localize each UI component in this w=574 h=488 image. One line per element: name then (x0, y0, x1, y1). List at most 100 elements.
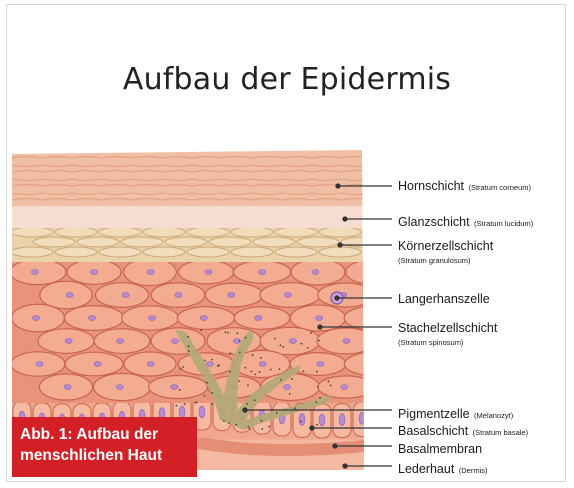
melanin-dot (259, 371, 261, 373)
melanin-dot (247, 384, 249, 386)
cell-nucleus (368, 270, 375, 275)
cell-nucleus (317, 362, 324, 367)
leader-dot (310, 426, 314, 430)
spinous-cell (346, 260, 402, 285)
granular-cell (187, 227, 229, 237)
melanin-dot (251, 371, 253, 373)
cell-nucleus (343, 339, 350, 344)
cell-nucleus (319, 414, 325, 426)
granular-cell (77, 237, 119, 247)
melanin-dot (254, 399, 256, 401)
melanin-dot (223, 420, 225, 422)
leader-dot (318, 325, 322, 329)
melanin-dot (280, 379, 282, 381)
melanin-dot (204, 360, 206, 362)
label-langerhanszelle-main: Langerhanszelle (398, 292, 490, 306)
cell-nucleus (299, 413, 305, 425)
label-koernerzellschicht: Körnerzellschicht (Stratum granulosum) (398, 237, 493, 265)
granular-cell (143, 227, 185, 237)
granular-cell (231, 227, 273, 237)
cell-nucleus (117, 339, 124, 344)
leader-dot (243, 408, 247, 412)
melanin-dot (316, 371, 318, 373)
melanin-dot (316, 424, 318, 426)
melanin-dot (268, 426, 270, 428)
melanin-dot (180, 368, 182, 370)
label-lederhaut-main: Lederhaut (398, 462, 454, 476)
leader-dot (333, 444, 337, 448)
cell-nucleus (339, 414, 345, 426)
cell-nucleus (147, 270, 154, 275)
cell-nucleus (200, 316, 207, 321)
melanin-dot (229, 371, 231, 373)
melanin-dot (276, 412, 278, 414)
label-basalschicht-main: Basalschicht (398, 424, 468, 438)
melanin-dot (254, 374, 256, 376)
melanin-dot (188, 350, 190, 352)
melanin-dot (218, 364, 220, 366)
melanin-dot (175, 405, 177, 407)
leader-dot (343, 464, 347, 468)
figure-caption: Abb. 1: Aufbau der menschlichen Haut (12, 417, 197, 477)
melanin-dot (307, 347, 309, 349)
melanin-dot (301, 343, 303, 345)
cell-nucleus (284, 385, 291, 390)
granular-cell (231, 247, 273, 257)
melanin-dot (237, 332, 239, 334)
label-glanzschicht: Glanzschicht (Stratum lucidum) (398, 213, 533, 231)
cell-nucleus (284, 293, 291, 298)
cell-nucleus (32, 316, 39, 321)
label-lederhaut: Lederhaut (Dermis) (398, 460, 488, 478)
melanin-dot (224, 331, 226, 333)
melanin-dot (247, 426, 249, 428)
caption-line-1: Abb. 1: Aufbau der (20, 424, 197, 445)
granular-cell (187, 247, 229, 257)
melanin-dot (282, 346, 284, 348)
cell-nucleus (122, 293, 129, 298)
granular-cell (99, 247, 141, 257)
granular-cell (253, 237, 295, 247)
leader-dot (335, 296, 339, 300)
spinous-cell (344, 352, 403, 376)
cell-nucleus (31, 270, 38, 275)
melanin-dot (228, 422, 230, 424)
melanin-dot (211, 359, 213, 361)
leader-dot (336, 184, 340, 188)
melanin-dot (300, 421, 302, 423)
cell-nucleus (312, 270, 319, 275)
label-koernerzellschicht-main: Körnerzellschicht (398, 239, 493, 253)
melanin-dot (330, 385, 332, 387)
melanin-dot (239, 340, 241, 342)
cell-nucleus (370, 316, 377, 321)
cell-nucleus (91, 270, 98, 275)
label-lederhaut-sub: (Dermis) (459, 466, 488, 475)
granular-cell (55, 247, 97, 257)
melanin-dot (328, 381, 330, 383)
melanin-dot (249, 428, 251, 430)
label-glanzschicht-sub: (Stratum lucidum) (474, 219, 533, 228)
cell-nucleus (66, 293, 73, 298)
granular-cell (297, 237, 339, 247)
cell-nucleus (359, 412, 365, 424)
label-langerhanszelle: Langerhanszelle (398, 290, 490, 308)
melanin-dot (310, 332, 312, 334)
melanin-dot (294, 407, 296, 409)
label-pigmentzelle-main: Pigmentzelle (398, 407, 470, 421)
granular-cell (275, 247, 317, 257)
cell-nucleus (64, 385, 71, 390)
melanin-dot (229, 352, 231, 354)
melanin-dot (315, 401, 317, 403)
melanin-dot (303, 370, 305, 372)
cell-nucleus (199, 406, 205, 418)
granular-cell (209, 237, 251, 247)
label-koernerzellschicht-sub: (Stratum granulosum) (398, 256, 493, 265)
melanin-dot (239, 351, 241, 353)
melanin-dot (188, 345, 190, 347)
cell-nucleus (367, 362, 374, 367)
granular-cell (319, 247, 361, 257)
label-basalschicht-sub: (Stratum basale) (473, 428, 528, 437)
cell-nucleus (88, 316, 95, 321)
melanin-dot (246, 403, 248, 405)
cell-nucleus (205, 270, 212, 275)
granular-cell (319, 227, 361, 237)
